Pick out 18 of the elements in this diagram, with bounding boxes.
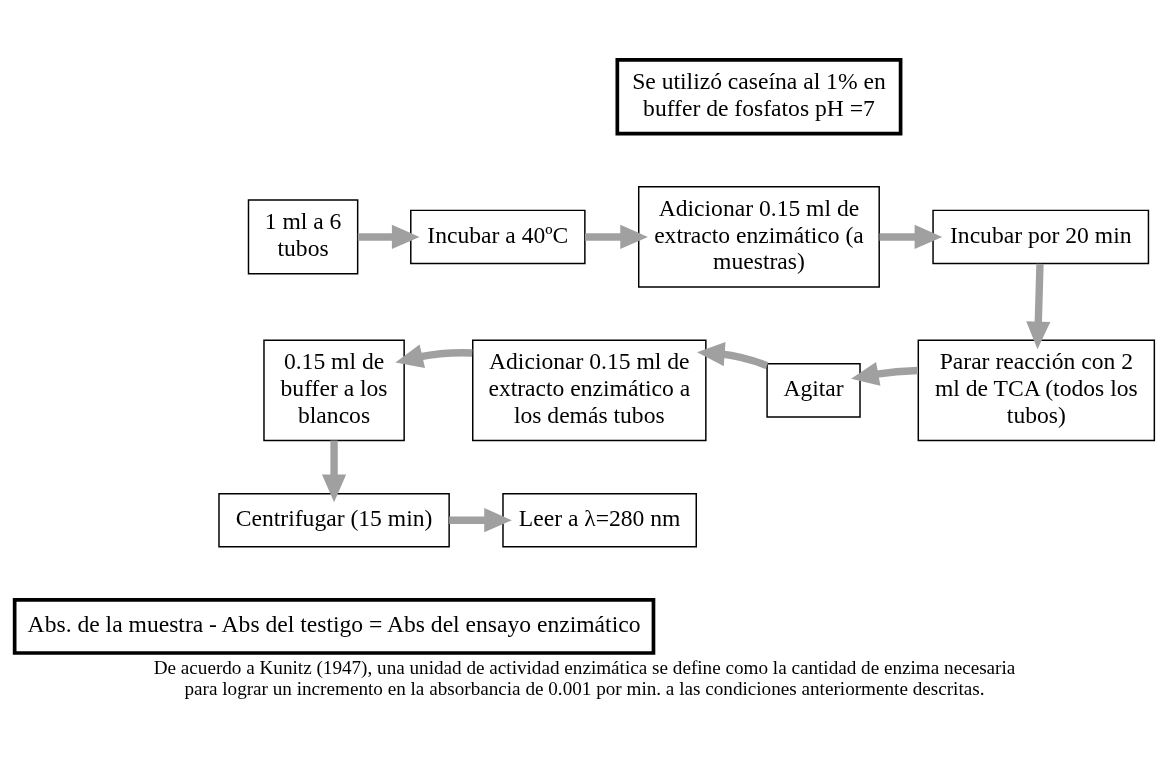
node-box: Adicionar 0.15 ml de extracto enzimático a los demás tubos xyxy=(472,339,707,442)
node-box: Centrifugar (15 min) xyxy=(218,492,450,548)
node-box: Leer a λ=280 nm xyxy=(502,492,697,548)
node-box: 1 ml a 6 tubos xyxy=(247,199,359,275)
node-box: Abs. de la muestra - Abs del testigo = Abs del ensayo enzimático xyxy=(12,598,656,655)
arrow xyxy=(1026,263,1051,350)
node-box: Incubar por 20 min xyxy=(932,209,1150,265)
arrow xyxy=(697,342,769,370)
arrow xyxy=(357,224,420,250)
node-box: Adicionar 0.15 ml de extracto enzimático (a muestras) xyxy=(638,186,880,288)
arrow xyxy=(851,361,919,386)
node-box: Agitar xyxy=(766,363,861,418)
node-box: Parar reacción con 2 ml de TCA (todos los tubos) xyxy=(917,339,1156,442)
node-box: Se utilizó caseína al 1% en buffer de fosfatos pH =7 xyxy=(615,58,903,136)
caption: De acuerdo a Kunitz (1947), una unidad de actividad enzimática se define como la cantidad de enzima necesaria para lograr un incremento en la absorbancia de 0.001 por min. a las condiciones anteriormente descritas. xyxy=(153,657,1016,699)
node-box: 0.15 ml de buffer a los blancos xyxy=(263,339,405,442)
arrow xyxy=(395,344,473,368)
node-box: Incubar a 40ºC xyxy=(410,209,586,265)
